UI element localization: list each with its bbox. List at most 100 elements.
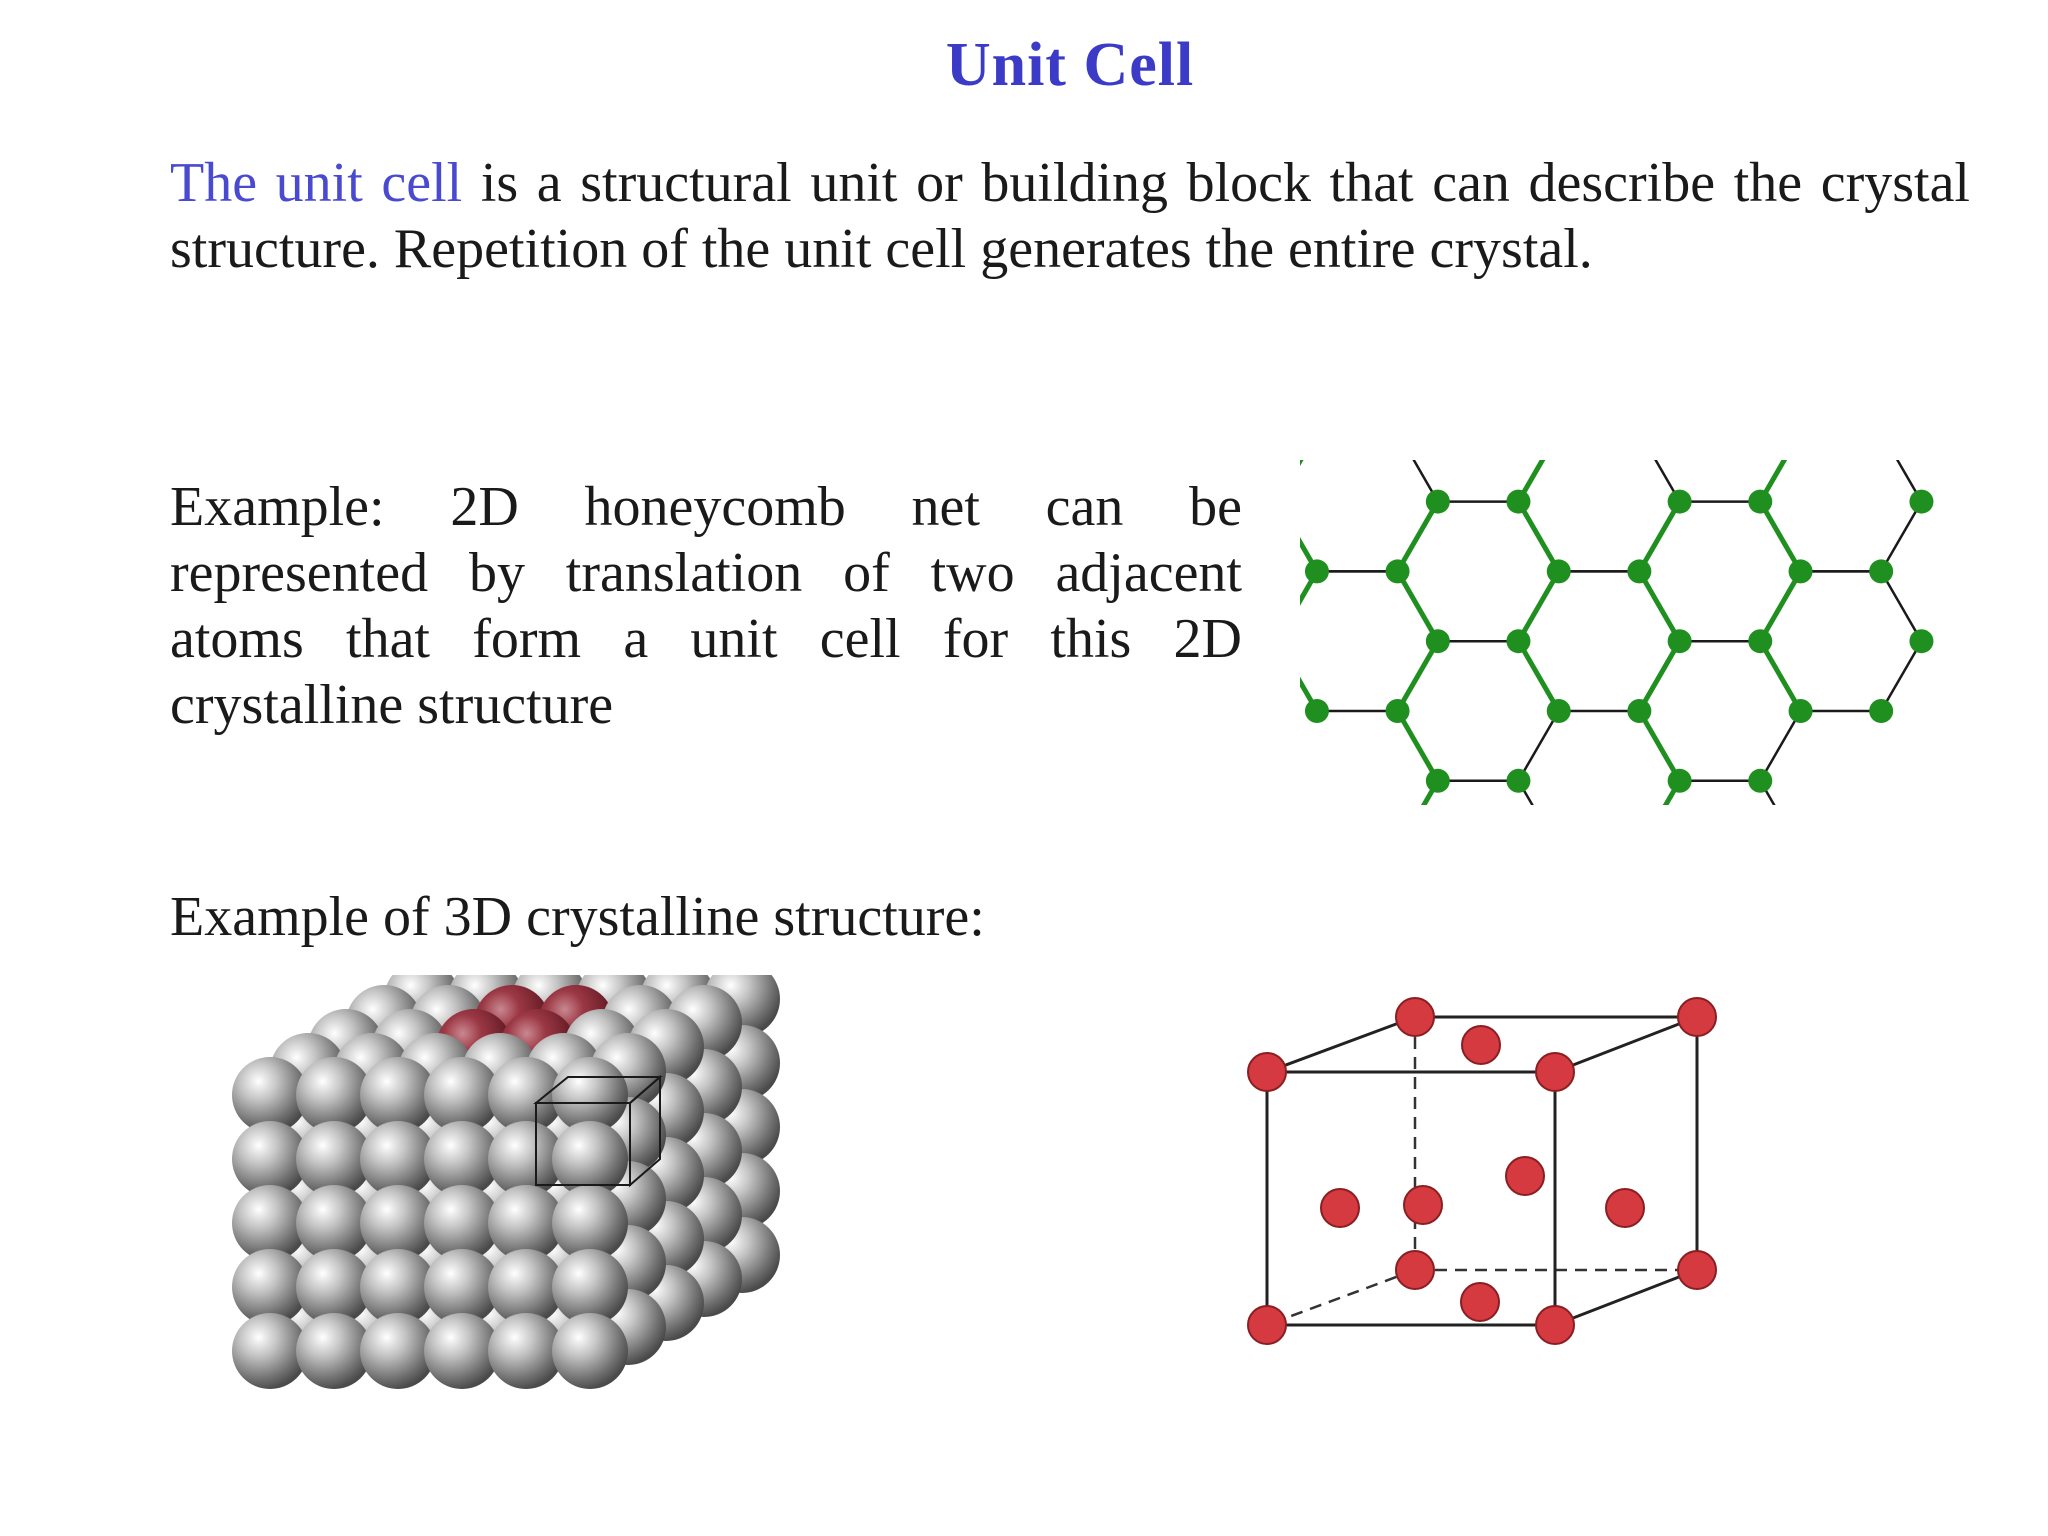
hexagon xyxy=(1637,500,1803,643)
honeycomb-atom xyxy=(1869,699,1894,724)
lattice-sphere xyxy=(488,1185,564,1261)
lattice-sphere xyxy=(552,1249,628,1325)
unit-cell-bond xyxy=(1637,570,1682,643)
cube-atom xyxy=(1505,1156,1545,1196)
fcc-unit-cell-diagram xyxy=(1247,997,1717,1345)
cube-atom xyxy=(1247,1052,1287,1092)
unit-cell-outline xyxy=(533,1074,663,1188)
lattice-sphere xyxy=(488,1313,564,1389)
unit-cell-bond xyxy=(1637,500,1682,573)
lattice-sphere xyxy=(232,1121,308,1197)
honeycomb-atom xyxy=(1304,559,1329,584)
hexagon xyxy=(1516,460,1682,573)
lattice-sphere xyxy=(296,1121,372,1197)
lattice-sphere xyxy=(296,1185,372,1261)
lattice-sphere xyxy=(360,1057,436,1133)
cube-atom xyxy=(1535,1052,1575,1092)
hexagon xyxy=(1300,460,1440,573)
cube-atom xyxy=(1461,1025,1501,1065)
honeycomb-atom xyxy=(1385,559,1410,584)
unit-cell-bond xyxy=(1395,500,1441,573)
unit-cell-bond xyxy=(1300,537,1320,573)
lattice-sphere xyxy=(424,1185,500,1261)
lattice-sphere xyxy=(232,1249,308,1325)
honeycomb-atom xyxy=(1667,489,1692,514)
honeycomb-atom xyxy=(1506,629,1531,654)
unit-cell-bond xyxy=(1395,709,1441,783)
lattice-sphere xyxy=(552,1185,628,1261)
lattice-sphere xyxy=(424,1057,500,1133)
cube-atom xyxy=(1677,1250,1717,1290)
intro-paragraph: The unit cell is a structural unit or bu… xyxy=(170,150,1970,282)
lattice-sphere xyxy=(360,1313,436,1389)
unit-cell-bond xyxy=(1662,779,1682,805)
honeycomb-atom xyxy=(1748,489,1773,514)
honeycomb-bonds xyxy=(1300,460,1923,805)
lattice-sphere xyxy=(360,1249,436,1325)
intro-text: is a structural unit or building block t… xyxy=(170,152,1970,280)
cube-atom xyxy=(1677,997,1717,1037)
honeycomb-atom xyxy=(1425,629,1450,654)
unit-cell-bond xyxy=(1758,639,1803,713)
honeycomb-atom xyxy=(1667,768,1692,793)
unit-cell-bond xyxy=(1420,779,1441,805)
unit-cell-bond xyxy=(1516,570,1561,643)
lattice-sphere xyxy=(552,1313,628,1389)
hexagon xyxy=(1758,460,1923,573)
cube-atom xyxy=(1403,1185,1443,1225)
honeycomb-atom xyxy=(1869,559,1894,584)
unit-cell-bond xyxy=(1300,460,1304,467)
lattice-sphere xyxy=(360,1121,436,1197)
honeycomb-atom xyxy=(1304,699,1329,724)
honeycomb-atom xyxy=(1627,559,1652,584)
honeycomb-atoms xyxy=(1304,489,1934,793)
unit-cell-bond xyxy=(1637,709,1682,783)
cube-atom xyxy=(1395,1250,1435,1290)
honeycomb-atom xyxy=(1909,629,1934,654)
cube-atom xyxy=(1320,1188,1360,1228)
lattice-sphere xyxy=(296,1313,372,1389)
unit-cell-bond xyxy=(1516,500,1561,573)
hexagon xyxy=(1300,570,1440,713)
hexagon xyxy=(1637,639,1803,783)
hexagon xyxy=(1422,779,1534,805)
honeycomb-lattice-diagram xyxy=(1300,460,1934,805)
cube-edges xyxy=(1265,1015,1699,1327)
cube-atom xyxy=(1247,1305,1287,1345)
lattice-sphere xyxy=(424,1249,500,1325)
unit-cell-bond xyxy=(1300,676,1320,713)
honeycomb-atom xyxy=(1909,489,1934,514)
cube-atom xyxy=(1460,1282,1500,1322)
lattice-sphere xyxy=(488,1249,564,1325)
honeycomb-atom xyxy=(1546,559,1571,584)
lattice-sphere xyxy=(488,1121,564,1197)
lattice-sphere xyxy=(360,1185,436,1261)
honeycomb-atom xyxy=(1506,489,1531,514)
honeycomb-atom xyxy=(1748,768,1773,793)
honeycomb-atom xyxy=(1546,699,1571,724)
unit-cell-bond xyxy=(1516,639,1561,713)
lattice-sphere xyxy=(424,1313,500,1389)
unit-cell-bond xyxy=(1758,570,1803,643)
honeycomb-atom xyxy=(1667,629,1692,654)
cube-atom xyxy=(1535,1305,1575,1345)
sphere-group xyxy=(232,975,780,1389)
lattice-sphere xyxy=(552,1121,628,1197)
hexagon xyxy=(1516,570,1682,713)
unit-cell-bond xyxy=(1758,460,1788,503)
lattice-sphere xyxy=(296,1057,372,1133)
unit-cell-bond xyxy=(1516,460,1546,503)
lattice-sphere xyxy=(232,1057,308,1133)
packed-spheres-model xyxy=(232,975,780,1389)
unit-cell-bond xyxy=(1300,570,1320,606)
example-3d-label: Example of 3D crystalline structure: xyxy=(170,886,985,948)
unit-cell-bond xyxy=(1395,639,1441,713)
honeycomb-atom xyxy=(1506,768,1531,793)
honeycomb-atom xyxy=(1385,699,1410,724)
intro-highlight: The unit cell xyxy=(170,152,463,214)
unit-cell-bond xyxy=(1395,570,1441,643)
honeycomb-atom xyxy=(1425,489,1450,514)
unit-cell-bond xyxy=(1758,500,1803,573)
hexagon xyxy=(1396,500,1561,643)
